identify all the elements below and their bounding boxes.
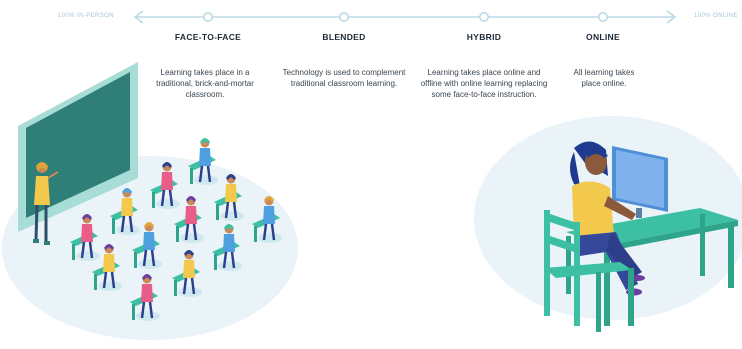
stage-title-hybrid: HYBRID: [466, 32, 502, 42]
student-figure: [252, 196, 282, 243]
timeline-node-online: [597, 12, 608, 22]
student-figure: [92, 244, 122, 291]
timeline-node-blended: [338, 12, 349, 22]
left-end-label: 100% IN-PERSON: [58, 13, 114, 19]
student-figure: [174, 196, 204, 243]
stage-desc-online: All learning takes place online.: [573, 68, 635, 88]
stage-title-face-to-face: FACE-TO-FACE: [174, 32, 242, 42]
timeline-node-hybrid: [478, 12, 489, 22]
student-figure: [110, 188, 140, 235]
student-figure: [188, 138, 218, 185]
student-figure: [130, 274, 160, 321]
student-figure: [214, 174, 244, 221]
student-figure: [70, 214, 100, 261]
stage-title-blended: BLENDED: [322, 32, 366, 42]
online-student: [570, 141, 645, 296]
left-arrow-icon: [133, 10, 144, 24]
stage-desc-face-to-face: Learning takes place in a traditional, b…: [156, 68, 254, 99]
student-figure: [172, 250, 202, 297]
student-figure: [132, 222, 162, 269]
student-figure: [150, 162, 180, 209]
stage-title-online: ONLINE: [586, 32, 620, 42]
chair: [544, 210, 634, 332]
right-end-label: 100% ONLINE: [694, 13, 738, 19]
stage-desc-hybrid: Learning takes place online and offline …: [420, 68, 548, 99]
teacher: [33, 162, 59, 245]
timeline-node-face-to-face: [203, 12, 214, 22]
chalkboard: [26, 72, 130, 218]
right-arrow-icon: [666, 10, 677, 24]
student-figure: [212, 224, 242, 271]
stage-desc-blended: Technology is used to complement traditi…: [282, 68, 406, 88]
